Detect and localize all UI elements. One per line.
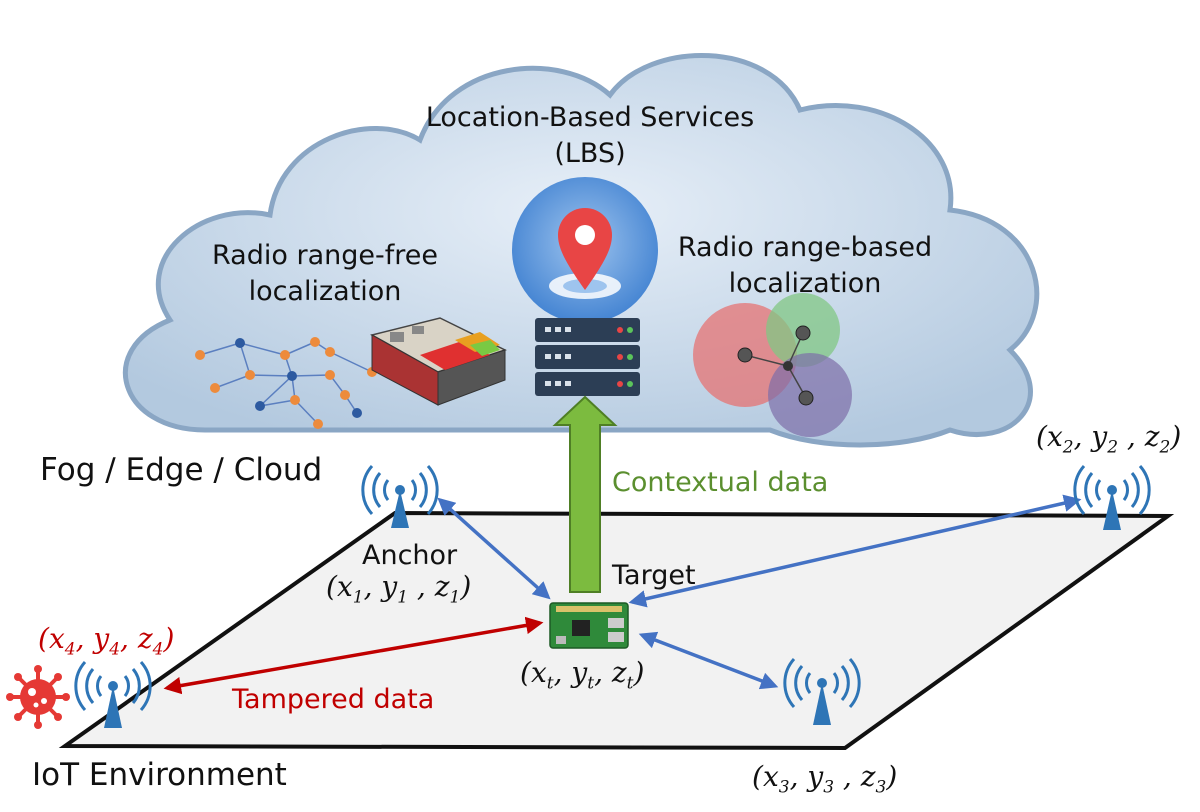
anchor1-antenna — [361, 465, 439, 528]
network-nodes — [195, 337, 377, 429]
anchor2-antenna — [1073, 465, 1151, 530]
fog-edge-cloud-label: Fog / Edge / Cloud — [40, 452, 323, 488]
tampered-link — [163, 616, 544, 695]
antenna-icon — [74, 465, 1151, 728]
virus-icon — [6, 665, 70, 729]
anchor4-antenna — [74, 661, 152, 728]
floor-plan-icon — [369, 317, 507, 406]
range-free-label: Radio range-free localization — [212, 240, 438, 307]
anchor-label: Anchor — [362, 540, 458, 571]
trilateration-circles — [693, 293, 852, 437]
iot-environment-label: IoT Environment — [32, 757, 287, 793]
lbs-abbr: (LBS) — [554, 138, 626, 169]
target-label: Target — [612, 560, 696, 591]
anchor1-coords: (x1, y1 , z1) — [326, 570, 472, 608]
tampered-data-label: Tampered data — [232, 684, 435, 715]
anchor3-antenna — [783, 658, 861, 725]
server-icon — [535, 318, 640, 396]
anchor4-coords: (x4, y4, z4) — [38, 622, 175, 660]
location-pin-icon — [512, 177, 658, 323]
link-anchor1-target — [437, 497, 551, 600]
circuit-board-icon — [549, 602, 629, 649]
link-anchor3-target — [638, 631, 779, 690]
target-coords: (xt, yt, zt) — [520, 656, 645, 694]
link-anchor2-target — [628, 494, 1082, 608]
contextual-data-label: Contextual data — [612, 467, 829, 498]
range-based-label: Radio range-based localization — [677, 232, 933, 299]
anchor-links — [437, 494, 1082, 690]
contextual-data-arrow — [552, 395, 618, 593]
lbs-title: Location-Based Services (LBS) — [400, 100, 780, 172]
anchor3-coords: (x3, y3 , z3) — [752, 760, 898, 798]
anchor2-coords: (x2, y2 , z2) — [1036, 420, 1182, 458]
